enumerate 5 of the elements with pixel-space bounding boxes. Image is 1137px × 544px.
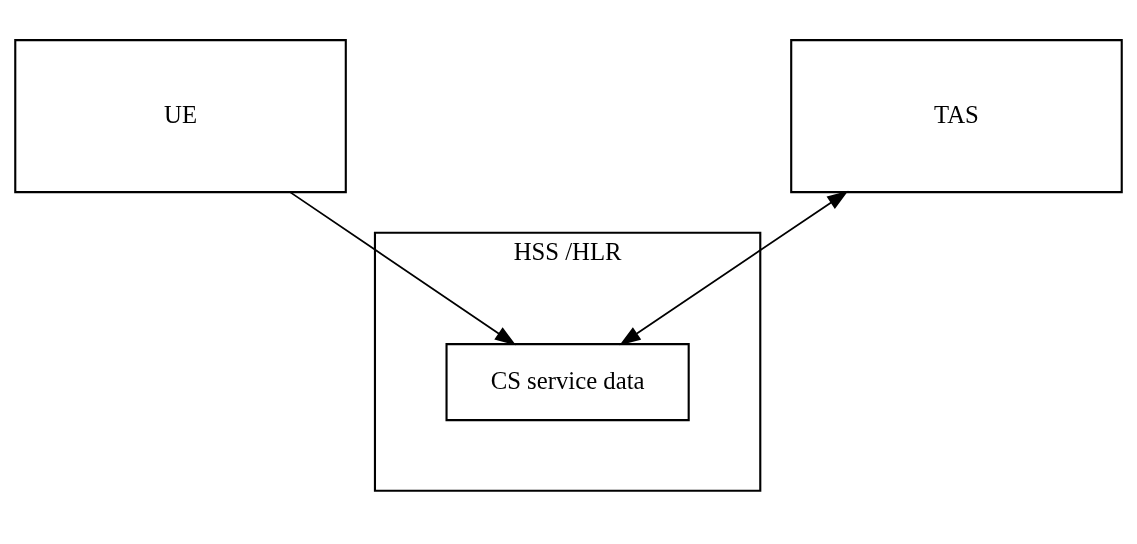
arrow	[289, 190, 517, 345]
node-box: UE	[14, 38, 347, 193]
node-box: TAS	[790, 38, 1123, 193]
arrow	[619, 190, 849, 345]
node-box: CS service data	[445, 342, 690, 421]
